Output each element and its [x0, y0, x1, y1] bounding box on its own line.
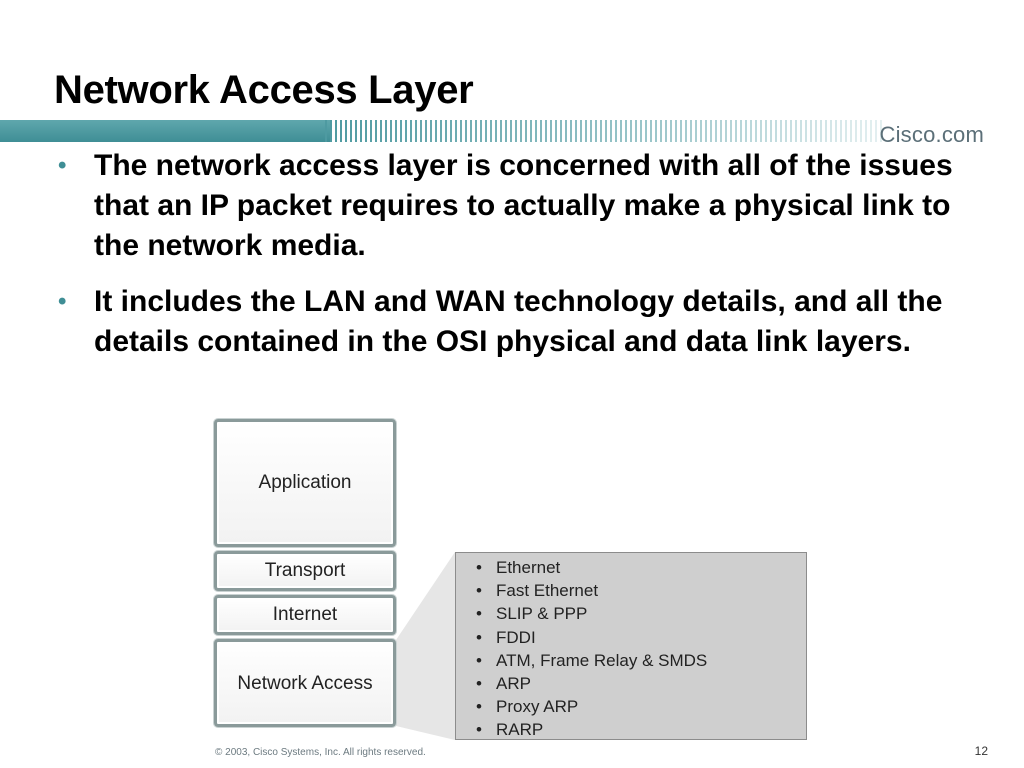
bullet-icon: •: [476, 720, 482, 740]
layer-label: Transport: [264, 560, 346, 581]
bullet-icon: •: [58, 288, 67, 315]
bullet-list: • The network access layer is concerned …: [58, 146, 988, 378]
bullet-icon: •: [476, 581, 482, 601]
details-item: •Ethernet: [474, 556, 806, 579]
details-item: •SLIP & PPP: [474, 602, 806, 625]
bullet-icon: •: [476, 697, 482, 717]
header-banner-stripes: [325, 120, 885, 142]
network-access-details-box: •Ethernet •Fast Ethernet •SLIP & PPP •FD…: [455, 552, 807, 740]
brand-logo: Cisco.com: [879, 122, 984, 147]
bullet-item: • It includes the LAN and WAN technology…: [58, 282, 988, 362]
details-item: •ARP: [474, 672, 806, 695]
layer-network-access: Network Access: [214, 639, 396, 727]
layer-application: Application: [214, 419, 396, 547]
layer-internet: Internet: [214, 595, 396, 635]
details-item: •ATM, Frame Relay & SMDS: [474, 649, 806, 672]
bullet-text: The network access layer is concerned wi…: [94, 149, 953, 262]
bullet-icon: •: [476, 604, 482, 624]
layer-label: Internet: [272, 604, 338, 625]
header-banner: [0, 120, 330, 142]
details-list: •Ethernet •Fast Ethernet •SLIP & PPP •FD…: [474, 556, 806, 742]
details-item: •Fast Ethernet: [474, 579, 806, 602]
slide-title: Network Access Layer: [54, 68, 474, 112]
bullet-icon: •: [476, 627, 482, 647]
funnel-shape: [396, 552, 455, 740]
bullet-icon: •: [476, 674, 482, 694]
bullet-item: • The network access layer is concerned …: [58, 146, 988, 266]
copyright-footer: © 2003, Cisco Systems, Inc. All rights r…: [215, 747, 426, 758]
bullet-icon: •: [476, 650, 482, 670]
bullet-icon: •: [58, 152, 67, 179]
details-item: •FDDI: [474, 626, 806, 649]
page-number: 12: [974, 744, 988, 758]
details-item: •Proxy ARP: [474, 695, 806, 718]
bullet-text: It includes the LAN and WAN technology d…: [94, 285, 943, 358]
bullet-icon: •: [476, 558, 482, 577]
layer-transport: Transport: [214, 551, 396, 591]
layer-label: Network Access: [237, 672, 373, 694]
details-item: •RARP: [474, 718, 806, 741]
layer-label: Application: [258, 472, 352, 493]
